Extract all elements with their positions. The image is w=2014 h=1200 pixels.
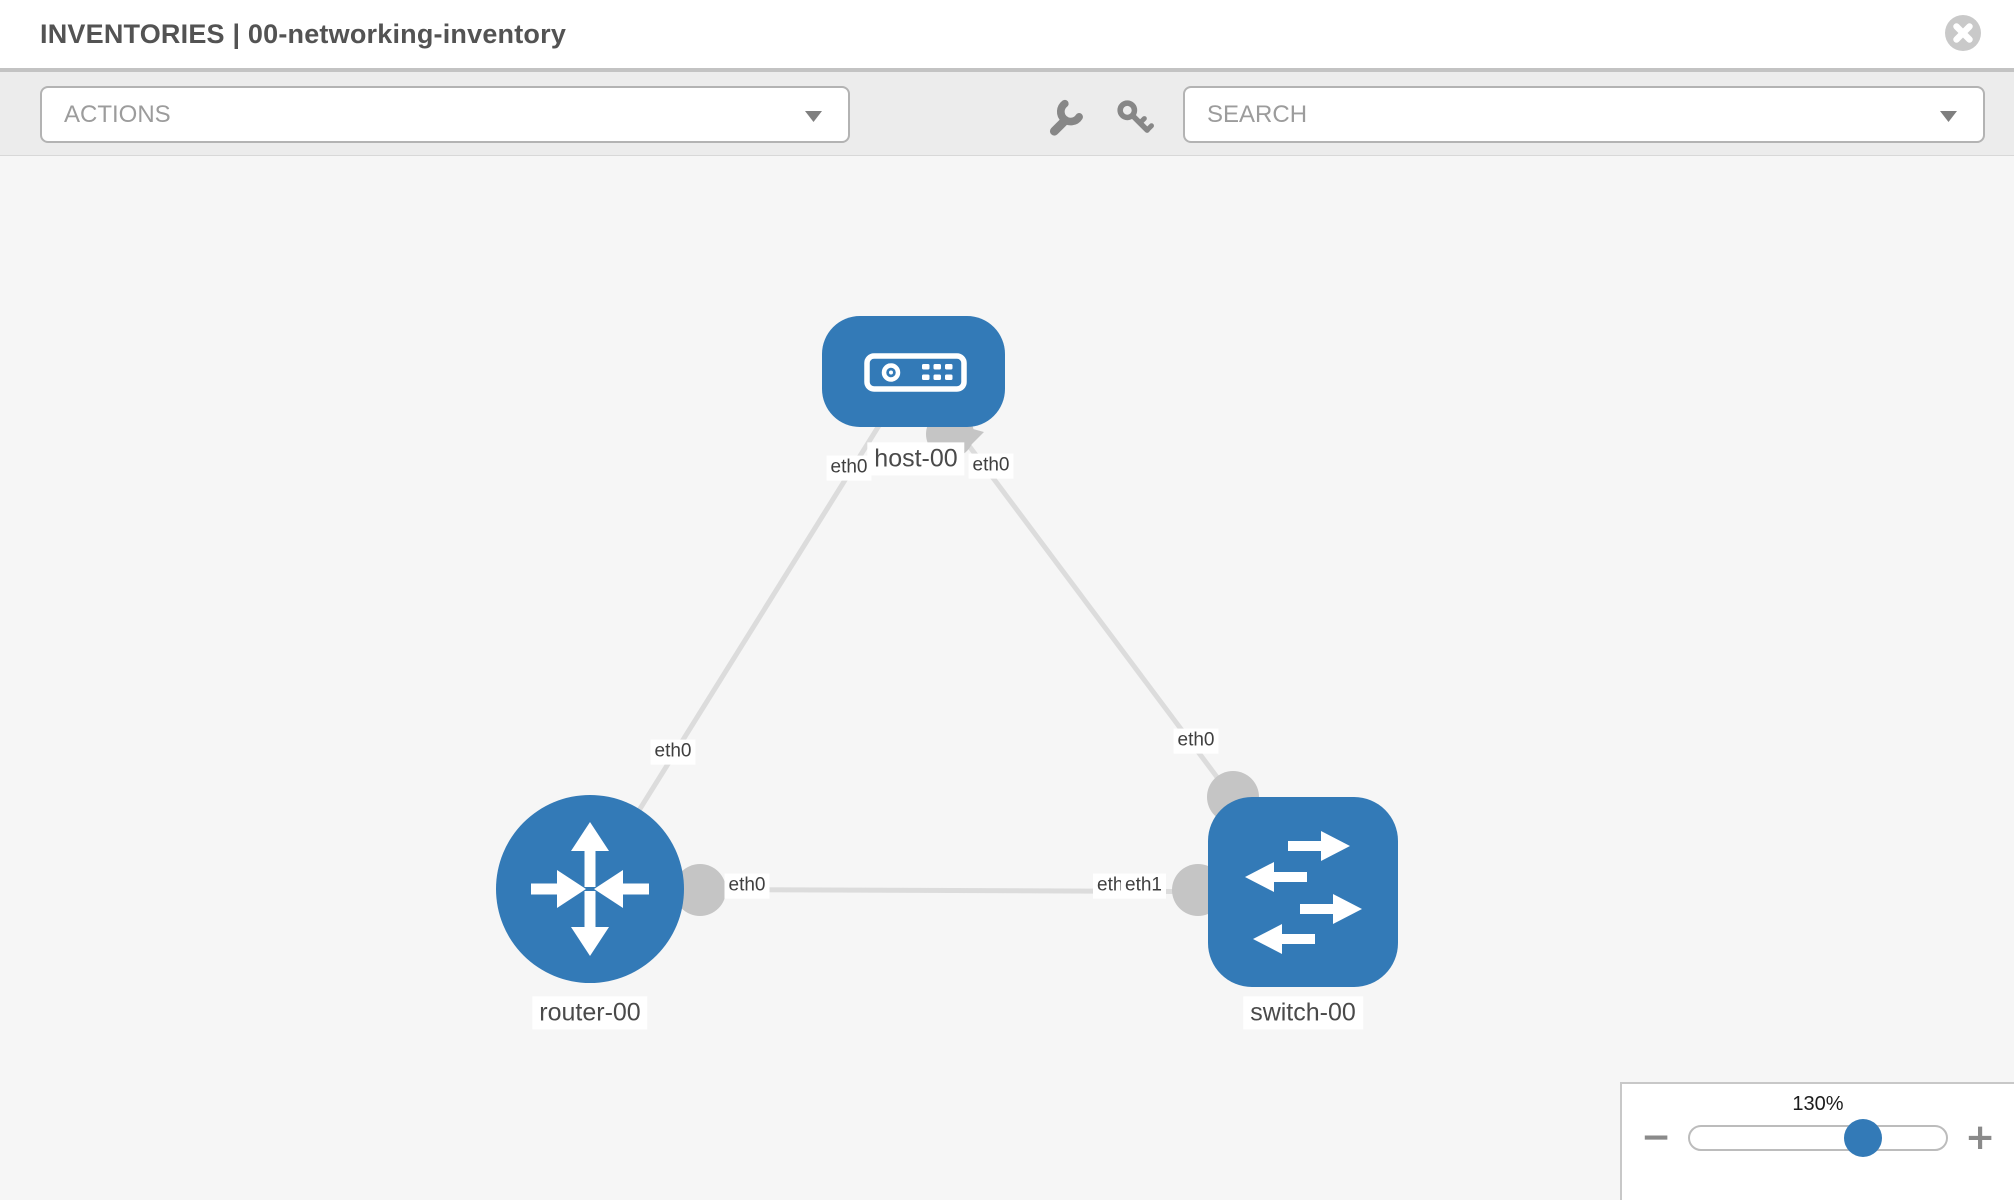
topology-graph <box>496 316 1398 987</box>
switch-icon <box>1245 831 1362 954</box>
node-router-00[interactable] <box>496 795 684 983</box>
zoom-slider-thumb[interactable] <box>1844 1119 1882 1157</box>
node-host-00[interactable] <box>822 316 1005 427</box>
endpoint-router-right <box>674 864 726 916</box>
interface-endpoints <box>674 410 1259 916</box>
interface-label: eth1 <box>1121 873 1166 899</box>
host-icon <box>864 353 967 392</box>
close-button[interactable] <box>1941 11 1985 55</box>
key-button[interactable] <box>1113 96 1157 140</box>
router-icon <box>531 822 649 956</box>
node-label-host: host-00 <box>867 442 965 476</box>
node-label-router: router-00 <box>532 996 648 1030</box>
wrench-button[interactable] <box>1045 96 1089 140</box>
interface-label: eth0 <box>724 873 770 899</box>
toolbar: ACTIONS SEARCH <box>0 72 2014 156</box>
node-label-switch: switch-00 <box>1243 996 1363 1030</box>
chevron-down-icon <box>1940 111 1957 122</box>
node-switch-00[interactable] <box>1208 797 1398 987</box>
wrench-icon <box>1049 99 1083 136</box>
interface-label: eth0 <box>1173 728 1219 754</box>
actions-dropdown[interactable]: ACTIONS <box>40 86 850 143</box>
window-header: INVENTORIES | 00-networking-inventory <box>0 0 2014 72</box>
search-dropdown-label: SEARCH <box>1207 101 1308 128</box>
zoom-percentage: 130% <box>1792 1093 1844 1115</box>
interface-label: eth0 <box>650 739 696 765</box>
zoom-out-button[interactable]: − <box>1640 1117 1671 1158</box>
zoom-slider-track[interactable] <box>1688 1119 1948 1157</box>
zoom-widget: 130% − + <box>1620 1082 2014 1200</box>
interface-label: eth0 <box>826 455 872 481</box>
topology-canvas[interactable]: eth0 eth0 eth0 eth0 eth0 eth0 eth1 host-… <box>0 156 2014 1200</box>
interface-label: eth0 <box>968 453 1014 479</box>
key-icon <box>1117 100 1154 133</box>
chevron-down-icon <box>805 111 822 122</box>
page-title: INVENTORIES | 00-networking-inventory <box>40 19 567 49</box>
circle-x-icon <box>1945 15 1981 51</box>
zoom-in-button[interactable]: + <box>1965 1117 1996 1158</box>
actions-dropdown-label: ACTIONS <box>64 101 171 128</box>
search-dropdown[interactable]: SEARCH <box>1183 86 1985 143</box>
